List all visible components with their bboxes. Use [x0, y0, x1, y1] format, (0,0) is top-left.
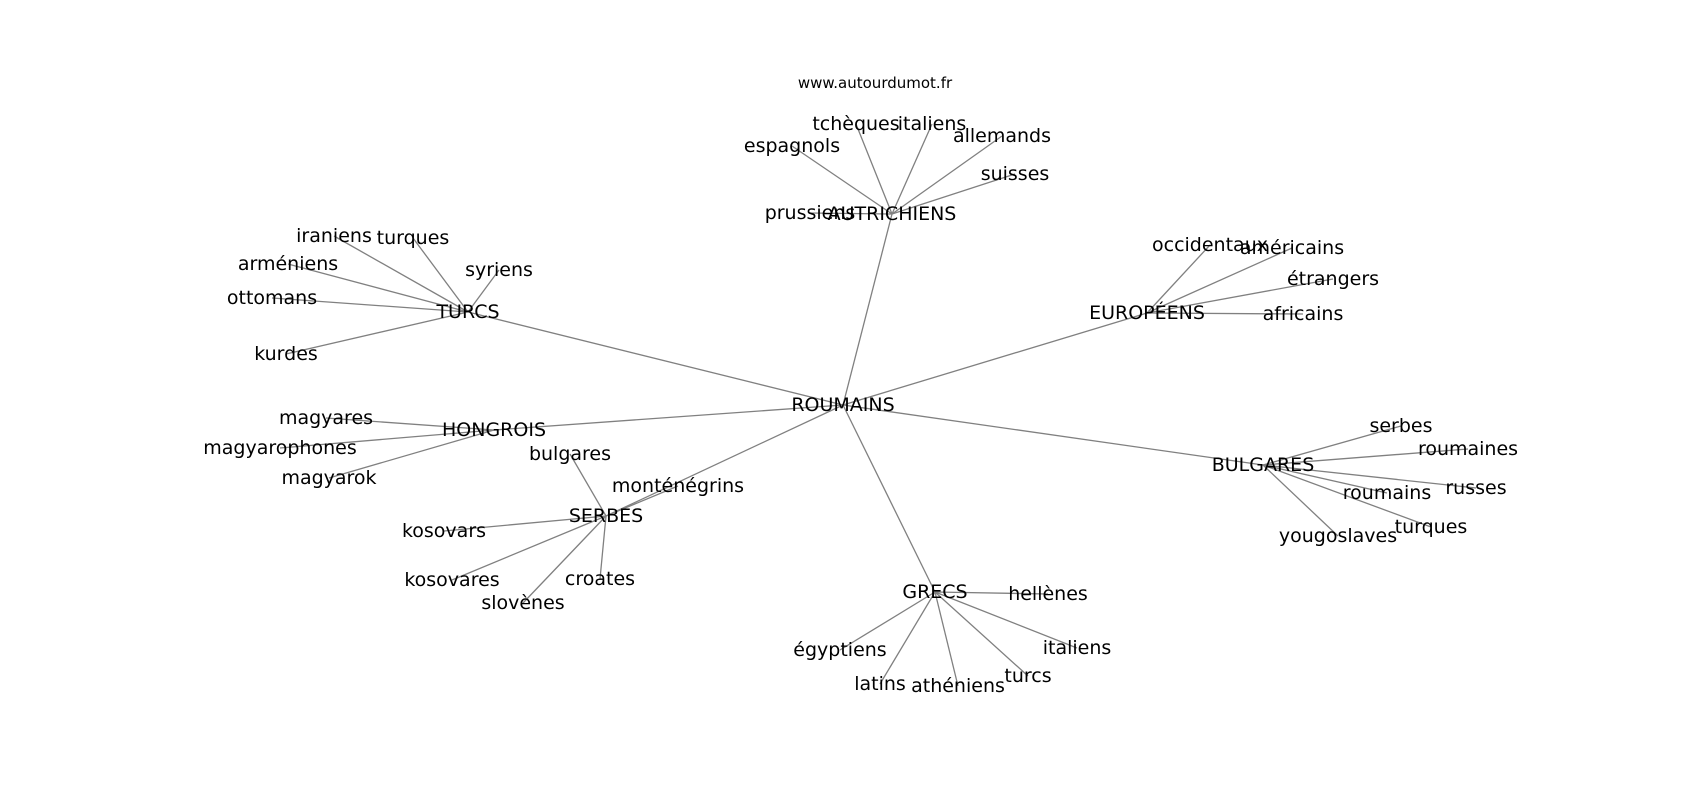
edge-center-to-group — [842, 404, 1264, 466]
word-node-label[interactable]: turcs — [1004, 665, 1051, 687]
edge-group-to-word — [891, 123, 933, 215]
word-node-label[interactable]: égyptiens — [793, 639, 886, 661]
word-node-label[interactable]: allemands — [953, 125, 1051, 147]
graph-labels: ROUMAINSAUTRICHIENStchèquesitaliensespag… — [203, 113, 1518, 697]
edge-group-to-word — [891, 135, 1003, 215]
edge-group-to-word — [569, 453, 607, 517]
edge-group-to-word — [467, 269, 500, 313]
group-node-label[interactable]: BULGARES — [1212, 454, 1315, 476]
word-node-label[interactable]: iraniens — [296, 225, 372, 247]
edge-group-to-word — [855, 123, 893, 215]
word-node-label[interactable]: italiens — [898, 113, 967, 135]
edge-group-to-word — [934, 591, 1029, 677]
word-node-label[interactable]: kosovars — [402, 520, 486, 542]
word-node-label[interactable]: arméniens — [238, 253, 338, 275]
word-node-label[interactable]: hellènes — [1008, 583, 1088, 605]
word-node-label[interactable]: russes — [1445, 477, 1506, 499]
edge-group-to-word — [934, 591, 959, 687]
edge-group-to-word — [1262, 464, 1477, 489]
edge-group-to-word — [412, 237, 469, 313]
edge-group-to-word — [443, 515, 607, 532]
graph-edges — [271, 123, 1477, 687]
edge-group-to-word — [839, 591, 936, 651]
edge-group-to-word — [1262, 448, 1469, 466]
edge-group-to-word — [1262, 464, 1388, 494]
edge-group-to-word — [1146, 244, 1211, 314]
word-node-label[interactable]: bulgares — [529, 443, 611, 465]
word-node-label[interactable]: africains — [1263, 303, 1344, 325]
word-node-label[interactable]: roumaines — [1418, 438, 1518, 460]
edge-center-to-group — [842, 404, 936, 593]
edge-group-to-word — [522, 515, 607, 604]
group-node-label[interactable]: AUTRICHIENS — [828, 203, 957, 225]
edge-center-to-group — [842, 213, 893, 406]
group-node-label[interactable]: EUROPÉENS — [1089, 301, 1205, 324]
edge-group-to-word — [1262, 425, 1402, 466]
word-node-label[interactable]: italiens — [1043, 637, 1112, 659]
edge-group-to-word — [325, 417, 495, 431]
edge-group-to-word — [1146, 247, 1293, 314]
edge-group-to-word — [451, 515, 607, 581]
word-node-label[interactable]: magyarok — [281, 467, 376, 489]
edge-group-to-word — [879, 591, 936, 685]
word-node-label[interactable]: étrangers — [1287, 268, 1379, 290]
word-node-label[interactable]: turques — [377, 227, 450, 249]
edge-group-to-word — [285, 311, 469, 355]
word-node-label[interactable]: monténégrins — [612, 475, 744, 497]
edge-group-to-word — [271, 297, 469, 313]
word-node-label[interactable]: serbes — [1369, 415, 1432, 437]
word-node-label[interactable]: kurdes — [254, 343, 318, 365]
word-node-label[interactable]: américains — [1240, 237, 1344, 259]
center-node-label[interactable]: ROUMAINS — [791, 394, 894, 416]
word-node-label[interactable]: slovènes — [481, 592, 564, 614]
word-node-label[interactable]: latins — [854, 673, 906, 695]
edge-group-to-word — [1146, 312, 1304, 315]
group-node-label[interactable]: HONGROIS — [442, 419, 546, 441]
word-node-label[interactable]: kosovares — [404, 569, 499, 591]
word-node-label[interactable]: espagnols — [744, 135, 840, 157]
word-node-label[interactable]: magyarophones — [203, 437, 356, 459]
word-node-label[interactable]: suisses — [981, 163, 1050, 185]
word-node-label[interactable]: magyares — [279, 407, 373, 429]
edge-group-to-word — [1262, 464, 1339, 537]
edge-group-to-word — [1146, 278, 1334, 314]
word-node-label[interactable]: ottomans — [227, 287, 317, 309]
word-node-label[interactable]: occidentaux — [1152, 234, 1268, 256]
edge-group-to-word — [333, 235, 469, 313]
word-node-label[interactable]: athéniens — [911, 675, 1005, 697]
edge-group-to-word — [1262, 464, 1432, 528]
site-url-label: www.autourdumot.fr — [798, 74, 953, 92]
group-node-label[interactable]: SERBES — [569, 505, 643, 527]
word-node-label[interactable]: turques — [1395, 516, 1468, 538]
group-node-label[interactable]: GRECS — [902, 581, 967, 603]
edge-group-to-word — [287, 263, 469, 313]
word-node-label[interactable]: croates — [565, 568, 635, 590]
edge-group-to-word — [809, 212, 893, 215]
word-node-label[interactable]: roumains — [1343, 482, 1431, 504]
word-node-label[interactable]: syriens — [465, 259, 533, 281]
edge-group-to-word — [934, 591, 1049, 595]
edge-center-to-group — [493, 404, 844, 431]
group-node-label[interactable]: TURCS — [435, 301, 499, 323]
edge-center-to-group — [467, 311, 844, 406]
word-node-label[interactable]: prussiens — [765, 202, 856, 224]
edge-group-to-word — [891, 173, 1016, 215]
edge-group-to-word — [328, 429, 495, 479]
word-node-label[interactable]: tchèques — [812, 113, 899, 135]
edge-group-to-word — [791, 145, 893, 215]
edge-group-to-word — [599, 515, 607, 580]
edge-group-to-word — [934, 591, 1078, 649]
edge-group-to-word — [605, 485, 679, 517]
edge-center-to-group — [842, 312, 1148, 406]
edge-group-to-word — [279, 429, 495, 449]
edge-center-to-group — [605, 404, 844, 517]
word-node-label[interactable]: yougoslaves — [1279, 525, 1397, 547]
